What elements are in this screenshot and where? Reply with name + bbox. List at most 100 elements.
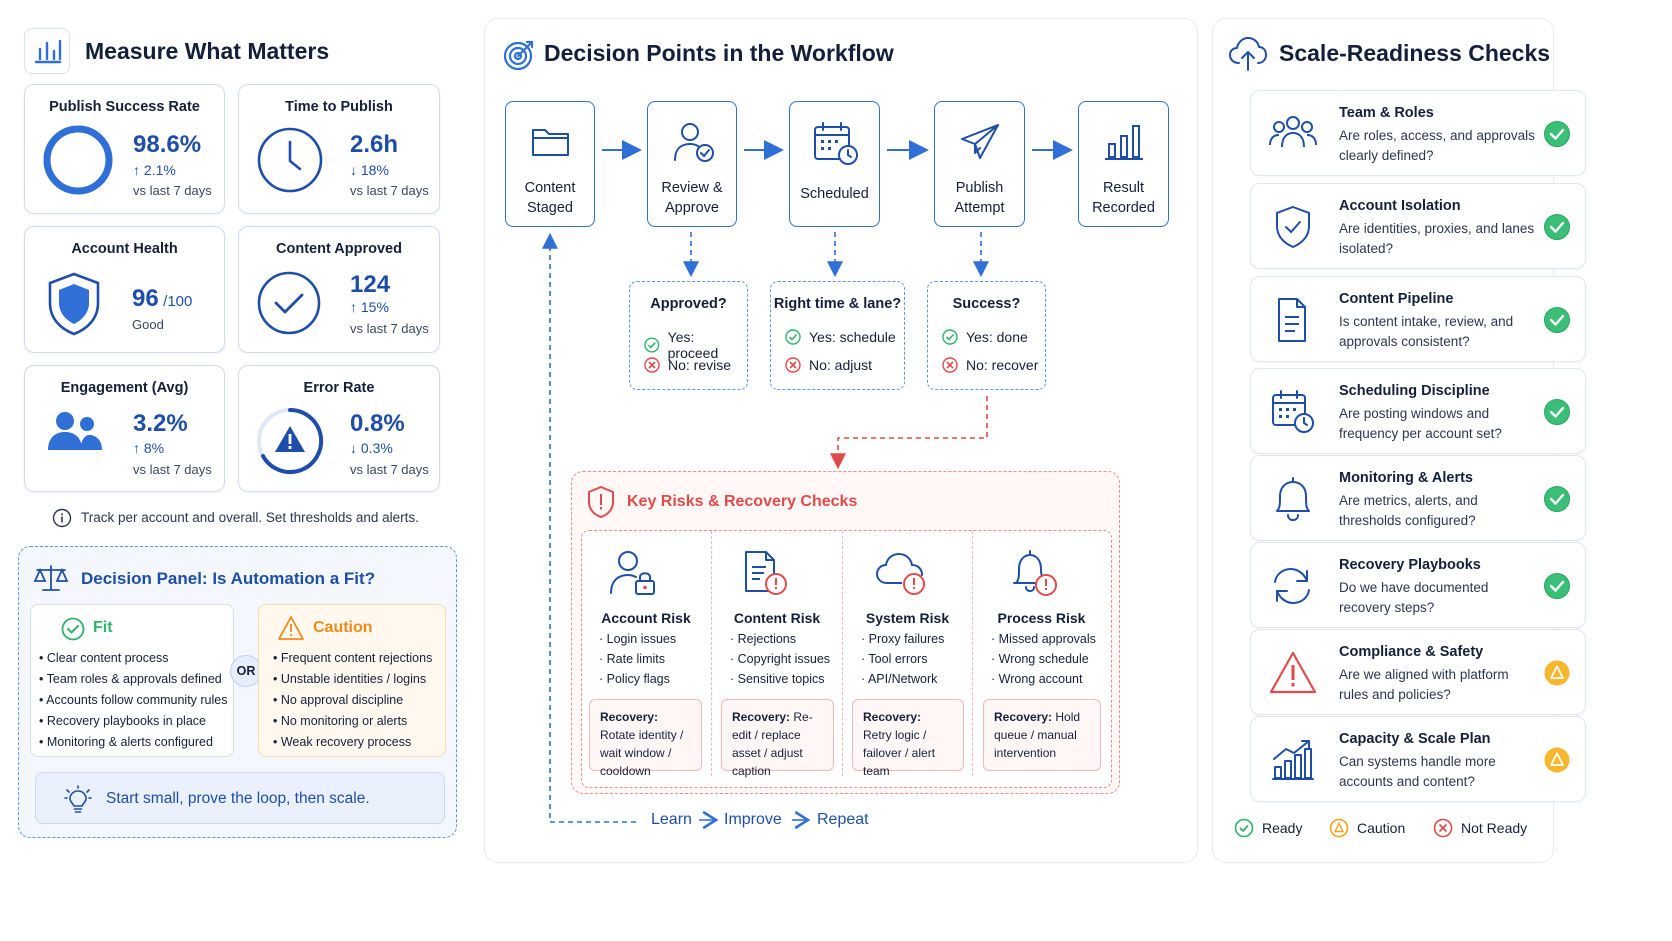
x-circle-icon	[644, 357, 660, 373]
measure-title: Measure What Matters	[85, 38, 330, 64]
shield-icon	[48, 272, 100, 336]
legend-not-ready: Not Ready	[1433, 818, 1527, 838]
ready-icon	[1234, 818, 1254, 838]
recovery-box: Recovery: Hold queue / manual interventi…	[983, 699, 1101, 771]
list-item: • Team roles & approvals defined	[39, 672, 222, 686]
risks-title: Key Risks & Recovery Checks	[627, 493, 858, 510]
risk-list: · Missed approvals · Wrong schedule · Wr…	[991, 632, 1096, 686]
clock-icon	[257, 127, 323, 193]
caution-title: Caution	[313, 619, 373, 636]
check-title: Monitoring & Alerts	[1339, 470, 1473, 486]
legend-ready: Ready	[1234, 818, 1302, 838]
recovery-box: Recovery: Re-edit / replace asset / adju…	[721, 699, 834, 778]
kpi-sub: vs last 7 days	[133, 462, 212, 477]
check-question: Do we have documented recovery steps?	[1339, 580, 1489, 615]
step-label: Review &Approve	[661, 180, 723, 216]
kpi-value: 2.6h	[350, 131, 399, 158]
caution-card: Caution • Frequent content rejections • …	[258, 604, 446, 757]
measure-note: Track per account and overall. Set thres…	[81, 510, 419, 525]
decision-no: No: adjust	[785, 357, 872, 373]
kpi-title: Error Rate	[303, 380, 375, 396]
risk-title: System Risk	[865, 610, 950, 626]
check-circle-icon	[644, 337, 660, 353]
kpi-title: Publish Success Rate	[49, 99, 200, 115]
readiness-check-card: Recovery Playbooks Do we have documented …	[1250, 542, 1586, 628]
list-item: • Accounts follow community rules	[39, 693, 228, 707]
decision-question: Right time & lane?	[773, 296, 902, 312]
cloud-upload-icon	[1229, 37, 1267, 71]
checkmark-circle-icon	[257, 271, 321, 335]
kpi-unit: /100	[163, 293, 193, 310]
decision-right-time: Right time & lane? Yes: schedule No: adj…	[770, 281, 905, 390]
bell-icon	[1276, 477, 1310, 521]
status-ready-icon	[1544, 214, 1570, 240]
refresh-icon	[1274, 568, 1310, 604]
risk-column-process: Process Risk · Missed approvals · Wrong …	[972, 531, 1110, 776]
kpi-value: 0.8%	[350, 410, 405, 437]
kpi-delta: ↑ 8%	[133, 440, 165, 456]
balance-scale-icon	[33, 565, 69, 591]
status-ready-icon	[1544, 399, 1570, 425]
loop-improve: Improve	[724, 811, 782, 828]
decision-yes: Yes: schedule	[785, 329, 896, 345]
user-check-icon	[674, 123, 714, 162]
status-ready-icon	[1544, 486, 1570, 512]
risk-title: Account Risk	[601, 610, 691, 626]
not-ready-icon	[1433, 818, 1453, 838]
list-item: • No approval discipline	[273, 693, 404, 707]
decision-no: No: revise	[644, 357, 731, 373]
kpi-value: 124	[350, 271, 391, 298]
arrow	[830, 396, 988, 470]
check-circle-icon	[785, 329, 801, 345]
risk-list: · Login issues · Rate limits · Policy fl…	[599, 632, 677, 686]
list-item: • Clear content process	[39, 651, 169, 665]
status-ready-icon	[1544, 573, 1570, 599]
list-item: • Recovery playbooks in place	[39, 714, 206, 728]
status-ready-icon	[1544, 121, 1570, 147]
tip-text: Start small, prove the loop, then scale.	[106, 790, 370, 807]
check-title: Scheduling Discipline	[1339, 383, 1490, 399]
warning-gauge-icon	[257, 407, 324, 474]
risk-list: · Proxy failures · Tool errors · API/Net…	[861, 632, 945, 686]
check-title: Content Pipeline	[1339, 291, 1454, 307]
decision-yes: Yes: proceed	[644, 329, 747, 361]
kpi-delta: ↑ 15%	[350, 299, 389, 315]
kpi-title: Content Approved	[276, 241, 402, 257]
kpi-title: Account Health	[71, 241, 178, 257]
document-icon	[1278, 298, 1306, 342]
shield-check-icon	[1276, 205, 1310, 249]
kpi-card-time-to-publish: Time to Publish 2.6h ↓ 18% vs last 7 day…	[238, 84, 440, 214]
document-alert-icon	[745, 551, 787, 595]
check-title: Recovery Playbooks	[1339, 557, 1481, 573]
shield-alert-icon	[588, 485, 614, 519]
kpi-card-account-health: Account Health 96 /100 Good	[24, 226, 225, 353]
kpi-title: Engagement (Avg)	[60, 380, 189, 396]
step-scheduled: Scheduled	[789, 101, 880, 227]
user-lock-icon	[610, 551, 655, 595]
users-icon	[48, 412, 102, 450]
caution-icon	[1329, 818, 1349, 838]
loop-repeat: Repeat	[817, 811, 869, 828]
step-review-approve: Review &Approve	[647, 101, 737, 227]
x-circle-icon	[942, 357, 958, 373]
check-question: Are we aligned with platform rules and p…	[1339, 667, 1509, 702]
team-icon	[1269, 116, 1317, 148]
kpi-card-content-approved: Content Approved 124 ↑ 15% vs last 7 day…	[238, 226, 440, 353]
status-caution-icon	[1544, 660, 1570, 686]
kpi-delta: ↑ 2.1%	[133, 162, 176, 178]
check-circle-icon	[61, 617, 85, 641]
recovery-box: Recovery: Rotate identity / wait window …	[589, 699, 702, 778]
check-question: Are roles, access, and approvals clearly…	[1339, 128, 1535, 163]
kpi-value: 3.2%	[133, 410, 188, 437]
calendar-clock-icon	[814, 122, 858, 165]
list-item: • Monitoring & alerts configured	[39, 735, 213, 749]
kpi-card-error-rate: Error Rate 0.8% ↓ 0.3% vs last 7 days	[238, 365, 440, 492]
